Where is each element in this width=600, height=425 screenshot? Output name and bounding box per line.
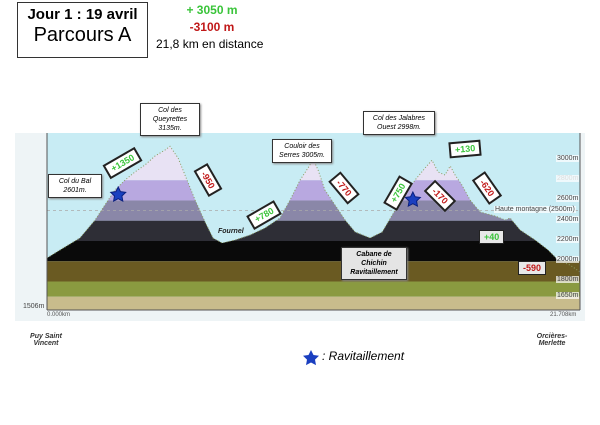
total-distance: 21,8 km en distance — [156, 37, 264, 51]
legend-star-icon — [303, 350, 319, 366]
y-tick-label: 1800m — [556, 276, 580, 284]
label-couloir-des-serres: Couloir des Serres 3005m. — [272, 139, 332, 163]
elevation-band — [47, 220, 580, 241]
y-tick-min: 1506m — [23, 303, 45, 310]
y-tick-label: 2000m — [556, 256, 580, 264]
segment-tag: -590 — [518, 261, 547, 275]
profile-line — [46, 145, 581, 273]
ravitaillement-star-icon — [109, 185, 127, 202]
y-tick-label: 2600m — [556, 195, 580, 203]
segment-tag: +40 — [479, 230, 505, 244]
ground-band — [47, 296, 580, 310]
title-box: Jour 1 : 19 avril Parcours A — [17, 2, 148, 58]
segment-tag: +130 — [448, 139, 482, 159]
elevation-band — [47, 240, 580, 262]
y-tick-label: 2400m — [556, 215, 580, 223]
x-tick-start: 0.000km — [47, 312, 71, 318]
label-col-du-bal: Col du Bal 2601m. — [48, 174, 102, 198]
y-tick-label: Haute montagne (2500m) — [494, 205, 576, 213]
ground-band — [47, 261, 580, 282]
total-gain: + 3050 m — [186, 3, 238, 17]
legend-ravitaillement: : Ravitaillement — [322, 349, 405, 363]
label-fournel: Fournel — [218, 228, 244, 235]
ravitaillement-star-icon — [404, 190, 422, 208]
y-tick-label: 2800m — [556, 175, 580, 183]
x-tick-end: 21.708km — [550, 312, 577, 318]
route-title: Parcours A — [33, 24, 132, 46]
y-tick-label: 1650m — [556, 291, 580, 299]
day-title: Jour 1 : 19 avril — [27, 6, 138, 23]
y-tick-label: 3000m — [556, 155, 580, 162]
label-cabane-chichin: Cabane de Chichin Ravitaillement — [341, 247, 407, 280]
ground-band — [47, 281, 580, 297]
label-col-des-jalabres: Col des Jalabres Ouest 2998m. — [363, 111, 435, 135]
y-tick-label: 2200m — [556, 235, 580, 243]
end-place: Orcières-Merlette — [536, 333, 568, 347]
total-loss: -3100 m — [189, 20, 235, 34]
cabane-ravitaillement: Ravitaillement — [350, 269, 398, 276]
start-place: Puy Saint Vincent — [30, 333, 62, 347]
label-col-des-queyrettes: Col des Queyrettes 3135m. — [140, 103, 200, 136]
cabane-name: Cabane de Chichin — [356, 251, 392, 267]
